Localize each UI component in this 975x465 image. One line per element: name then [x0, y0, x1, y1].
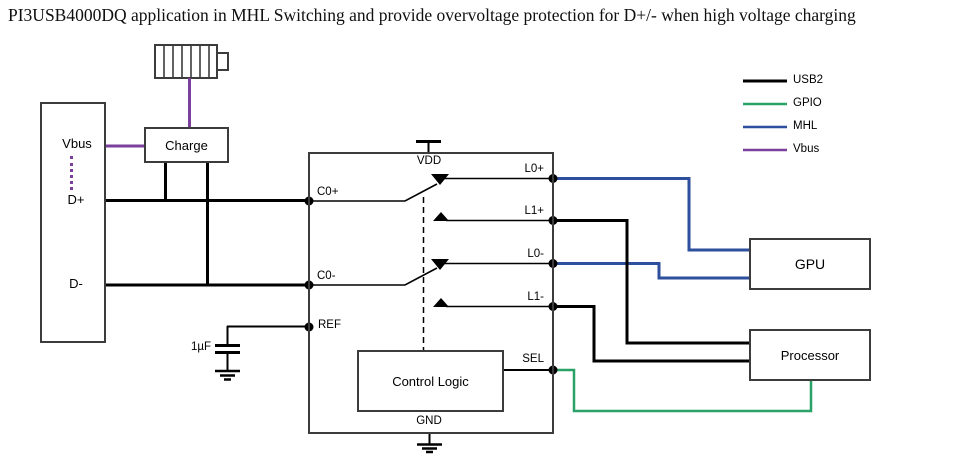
connector-vbus-label: Vbus — [62, 136, 92, 151]
gnd-pin-label: GND — [416, 415, 442, 427]
switch-pole-c0p — [309, 183, 438, 202]
gpu-label: GPU — [794, 256, 826, 272]
control-logic-block: Control Logic — [357, 350, 504, 412]
pin-label-l0p: L0+ — [524, 163, 544, 175]
legend-label-vbus: Vbus — [793, 143, 820, 155]
switch-contact-l0m-icon — [431, 259, 449, 270]
pin-label-c0m: C0- — [317, 270, 336, 282]
pin-label-l0m: L0- — [527, 248, 544, 260]
connector-dplus-label: D+ — [67, 192, 85, 207]
charge-block: Charge — [144, 127, 229, 163]
processor-label: Processor — [780, 347, 840, 363]
page-title: PI3USB4000DQ application in MHL Switchin… — [8, 5, 856, 25]
connector-dminus-label: D- — [69, 276, 83, 291]
pin-label-l1m: L1- — [527, 291, 544, 303]
ground-icon-ic — [417, 443, 442, 454]
ic-body-box — [308, 152, 554, 434]
pin-label-l1p: L1+ — [524, 205, 544, 217]
wire-sel-to-processor — [553, 368, 813, 413]
vdd-pin-label: VDD — [416, 155, 442, 167]
switch-contact-l1m-icon — [433, 298, 449, 307]
pin-label-c0p: C0+ — [317, 186, 339, 198]
wire-l1p-to-processor — [553, 219, 749, 345]
legend-label-mhl: MHL — [793, 120, 818, 132]
switch-contact-l1p-icon — [433, 212, 449, 221]
legend-label-usb2: USB2 — [793, 74, 824, 86]
gpu-block: GPU — [749, 238, 871, 290]
pin-label-sel: SEL — [522, 353, 544, 365]
battery-terminal-nub — [216, 52, 229, 71]
ground-icon-cap — [215, 369, 240, 381]
battery-cells — [163, 45, 210, 78]
processor-block: Processor — [749, 329, 871, 381]
wire-l0p-to-gpu — [553, 177, 749, 252]
charge-label: Charge — [165, 137, 208, 153]
vbus-dotted-link — [70, 156, 73, 190]
wire-l1m-to-processor — [553, 305, 749, 363]
wire-l0m-to-gpu — [553, 262, 749, 280]
battery-icon — [154, 44, 229, 79]
switch-contact-l0p-icon — [431, 174, 449, 185]
usb-connector-box — [40, 102, 106, 343]
control-logic-label: Control Logic — [392, 373, 469, 389]
capacitor-value-label: 1µF — [190, 341, 211, 353]
pin-label-ref: REF — [318, 319, 341, 331]
switch-pole-c0m — [309, 267, 438, 286]
legend-label-gpio: GPIO — [793, 97, 822, 109]
